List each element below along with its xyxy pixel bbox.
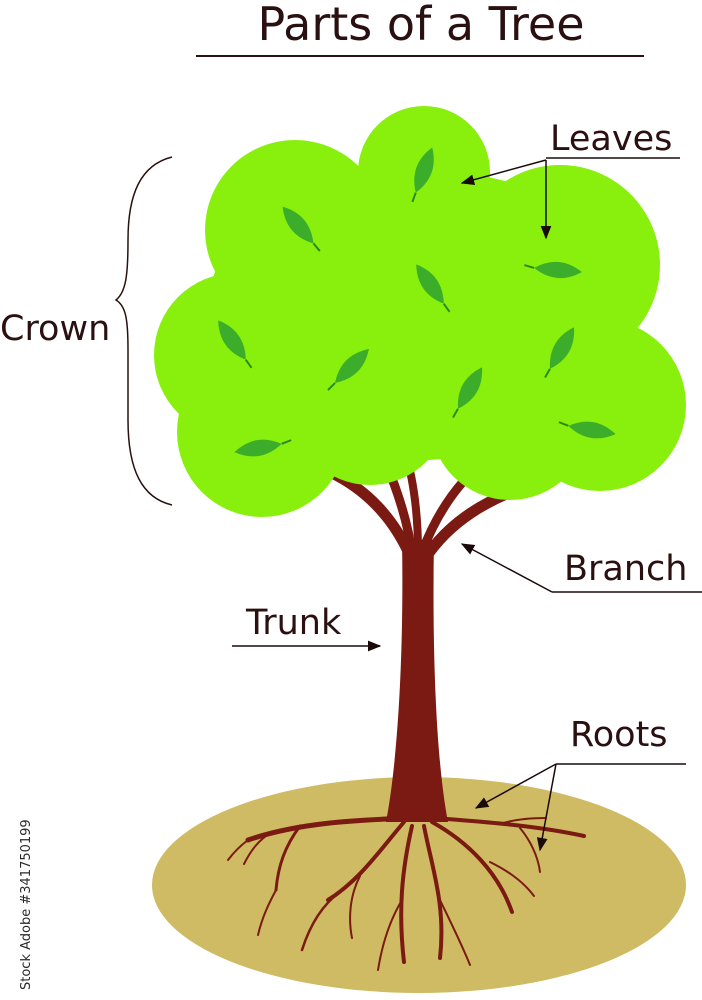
leaf-icons bbox=[218, 147, 616, 457]
leaves-arrow-1 bbox=[460, 159, 547, 185]
leaf-icon bbox=[234, 439, 292, 457]
leaf-icon bbox=[452, 367, 483, 418]
leaf-icon bbox=[544, 327, 575, 378]
roots-drawing bbox=[227, 815, 586, 971]
leaf-icon bbox=[416, 264, 451, 313]
roots-arrow-2 bbox=[536, 763, 557, 852]
leaf-icon bbox=[524, 262, 582, 278]
crown-brace bbox=[114, 156, 173, 506]
leaf-icon bbox=[411, 147, 434, 203]
watermark-id: Stock Adobe #341750199 bbox=[19, 819, 34, 990]
trunk-drawing bbox=[386, 540, 448, 822]
leaf-icon bbox=[327, 349, 369, 391]
crown-foliage bbox=[154, 106, 686, 517]
leaf-icon bbox=[218, 320, 253, 369]
label-crown: Crown bbox=[0, 309, 110, 349]
page-title: Parts of a Tree bbox=[257, 0, 584, 51]
roots-arrow-1 bbox=[474, 763, 557, 809]
leaf-icon bbox=[558, 421, 616, 439]
label-branch: Branch bbox=[564, 549, 687, 589]
label-leaves: Leaves bbox=[550, 119, 672, 159]
leaf-icon bbox=[282, 206, 321, 252]
label-trunk: Trunk bbox=[245, 603, 342, 643]
label-roots: Roots bbox=[570, 715, 668, 755]
branch-arrow bbox=[460, 543, 553, 593]
